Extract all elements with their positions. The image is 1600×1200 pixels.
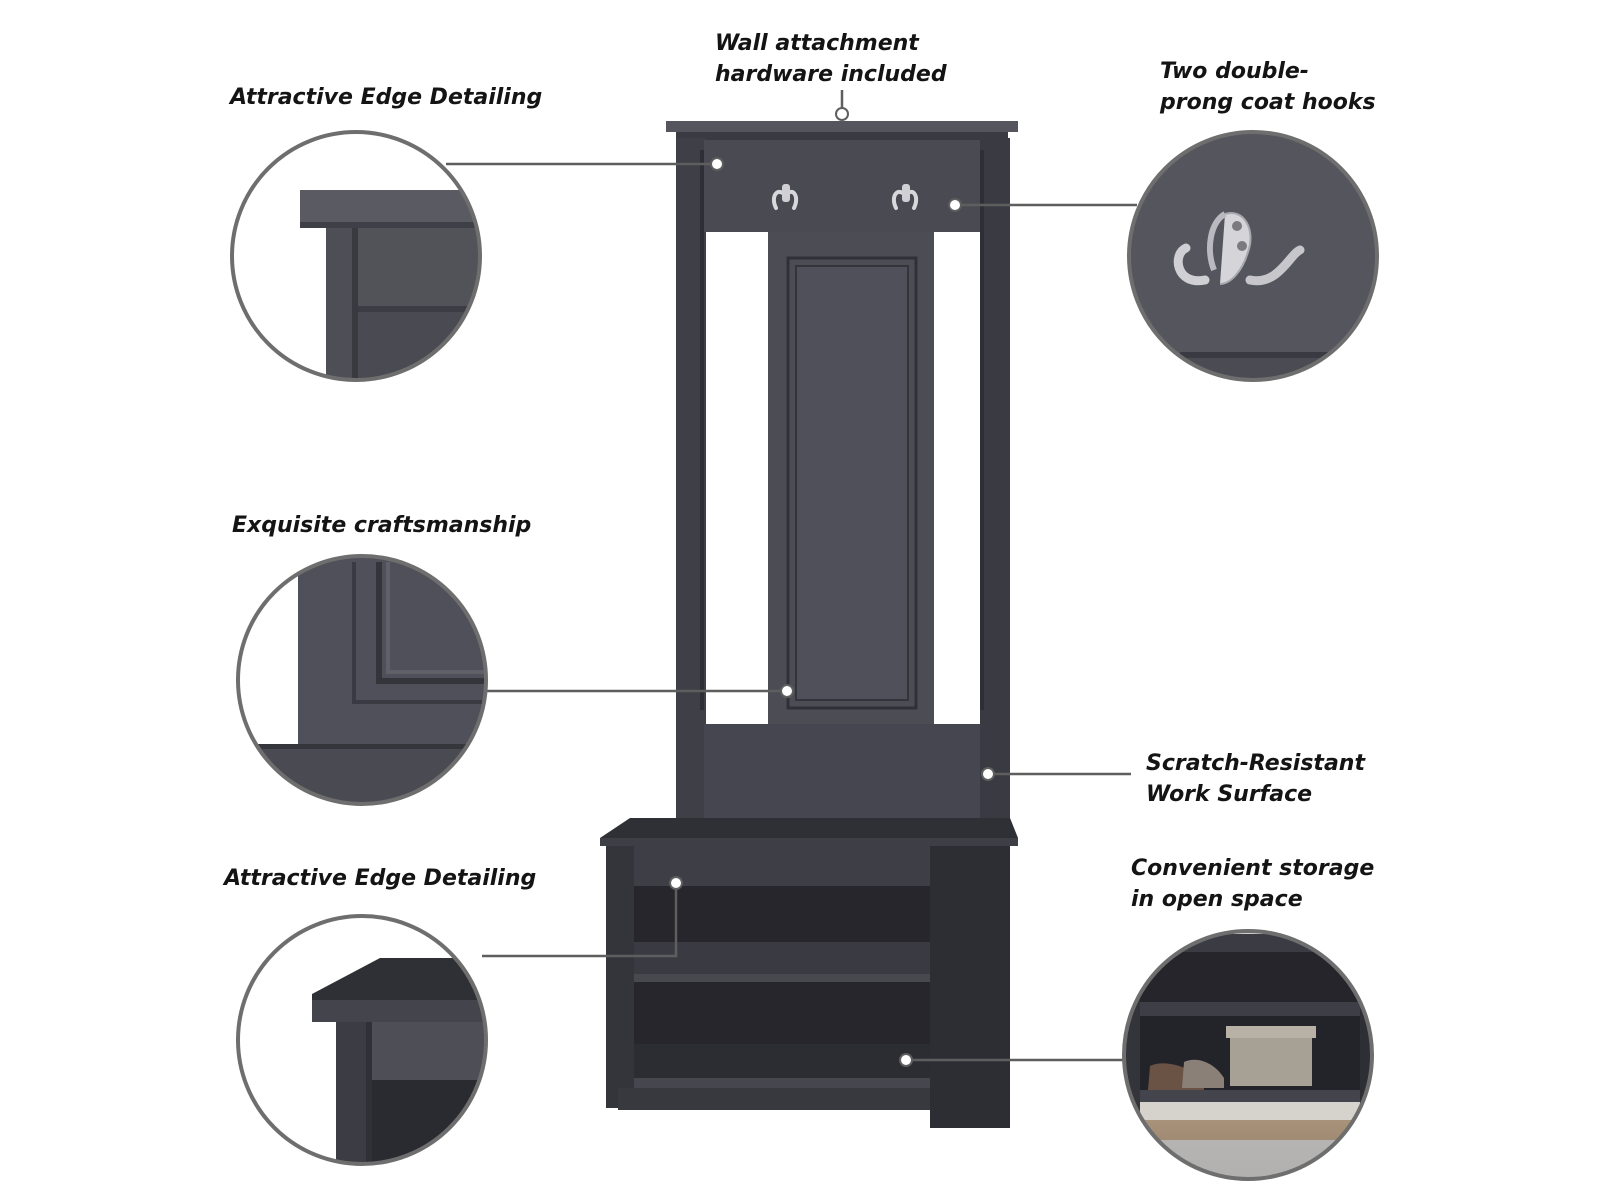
panel-frame-outer [786, 256, 918, 710]
circle-ring [230, 130, 482, 382]
label-edge-detailing-top: Attractive Edge Detailing [230, 85, 543, 110]
label-scratch-resistant: Scratch-Resistant Work Surface [1146, 751, 1365, 807]
bench-front-rail [634, 846, 930, 886]
top-cap [666, 121, 1018, 132]
right-post [980, 138, 1010, 828]
bench-right-side [930, 846, 1010, 1128]
shelf-1-edge [634, 974, 930, 982]
label-coat-hooks: Two double- prong coat hooks [1160, 59, 1376, 115]
detail-circle-coat-hook [1127, 130, 1379, 382]
top-cap-shadow [676, 132, 1008, 140]
bench-plinth [618, 1088, 930, 1110]
dot-edge-top [710, 157, 724, 171]
dot-craftsmanship [780, 684, 794, 698]
dot-coat-hooks [948, 198, 962, 212]
hall-tree-bench [600, 121, 1018, 1128]
compartment-bottom [634, 1044, 930, 1078]
detail-circle-edge-bottom [236, 914, 488, 1166]
dot-edge-bottom [669, 876, 683, 890]
shelf-1 [634, 942, 930, 974]
circle-ring [1122, 929, 1374, 1181]
callout-lines [446, 90, 1137, 1062]
bench-left-side [606, 846, 634, 1108]
shoes-icon [1148, 1059, 1224, 1090]
bench-top [600, 818, 1018, 838]
circle-ring [236, 554, 488, 806]
line-edge-bottom [482, 886, 678, 958]
right-post-edge [980, 150, 984, 710]
storage-box-icon [1226, 1026, 1316, 1086]
hook-board [704, 140, 980, 232]
coat-hook-left-icon [771, 184, 799, 210]
compartment-top [634, 886, 930, 942]
dot-scratch [981, 767, 995, 781]
circle-ring [236, 914, 488, 1166]
detail-circle-edge-top [230, 130, 482, 382]
dot-wall-hardware [835, 107, 849, 121]
shelf-2-edge [634, 1078, 930, 1088]
bench-top-edge [600, 838, 1018, 846]
dot-storage [899, 1053, 913, 1067]
label-wall-hardware: Wall attachment hardware included [715, 31, 947, 87]
back-lower-panel [704, 724, 980, 828]
coat-hook-right-icon [891, 184, 919, 210]
detail-circle-craftsmanship [236, 554, 488, 806]
panel-frame-inner [795, 265, 909, 701]
label-edge-detailing-bottom: Attractive Edge Detailing [224, 866, 537, 891]
label-convenient-storage: Convenient storage in open space [1131, 856, 1375, 912]
circle-ring [1127, 130, 1379, 382]
label-craftsmanship: Exquisite craftsmanship [232, 513, 532, 538]
callout-dots [669, 107, 995, 1067]
hook-closeup-icon [1173, 211, 1305, 286]
detail-circle-storage [1122, 929, 1374, 1181]
left-post-edge [700, 150, 704, 710]
compartment-middle [634, 982, 930, 1044]
